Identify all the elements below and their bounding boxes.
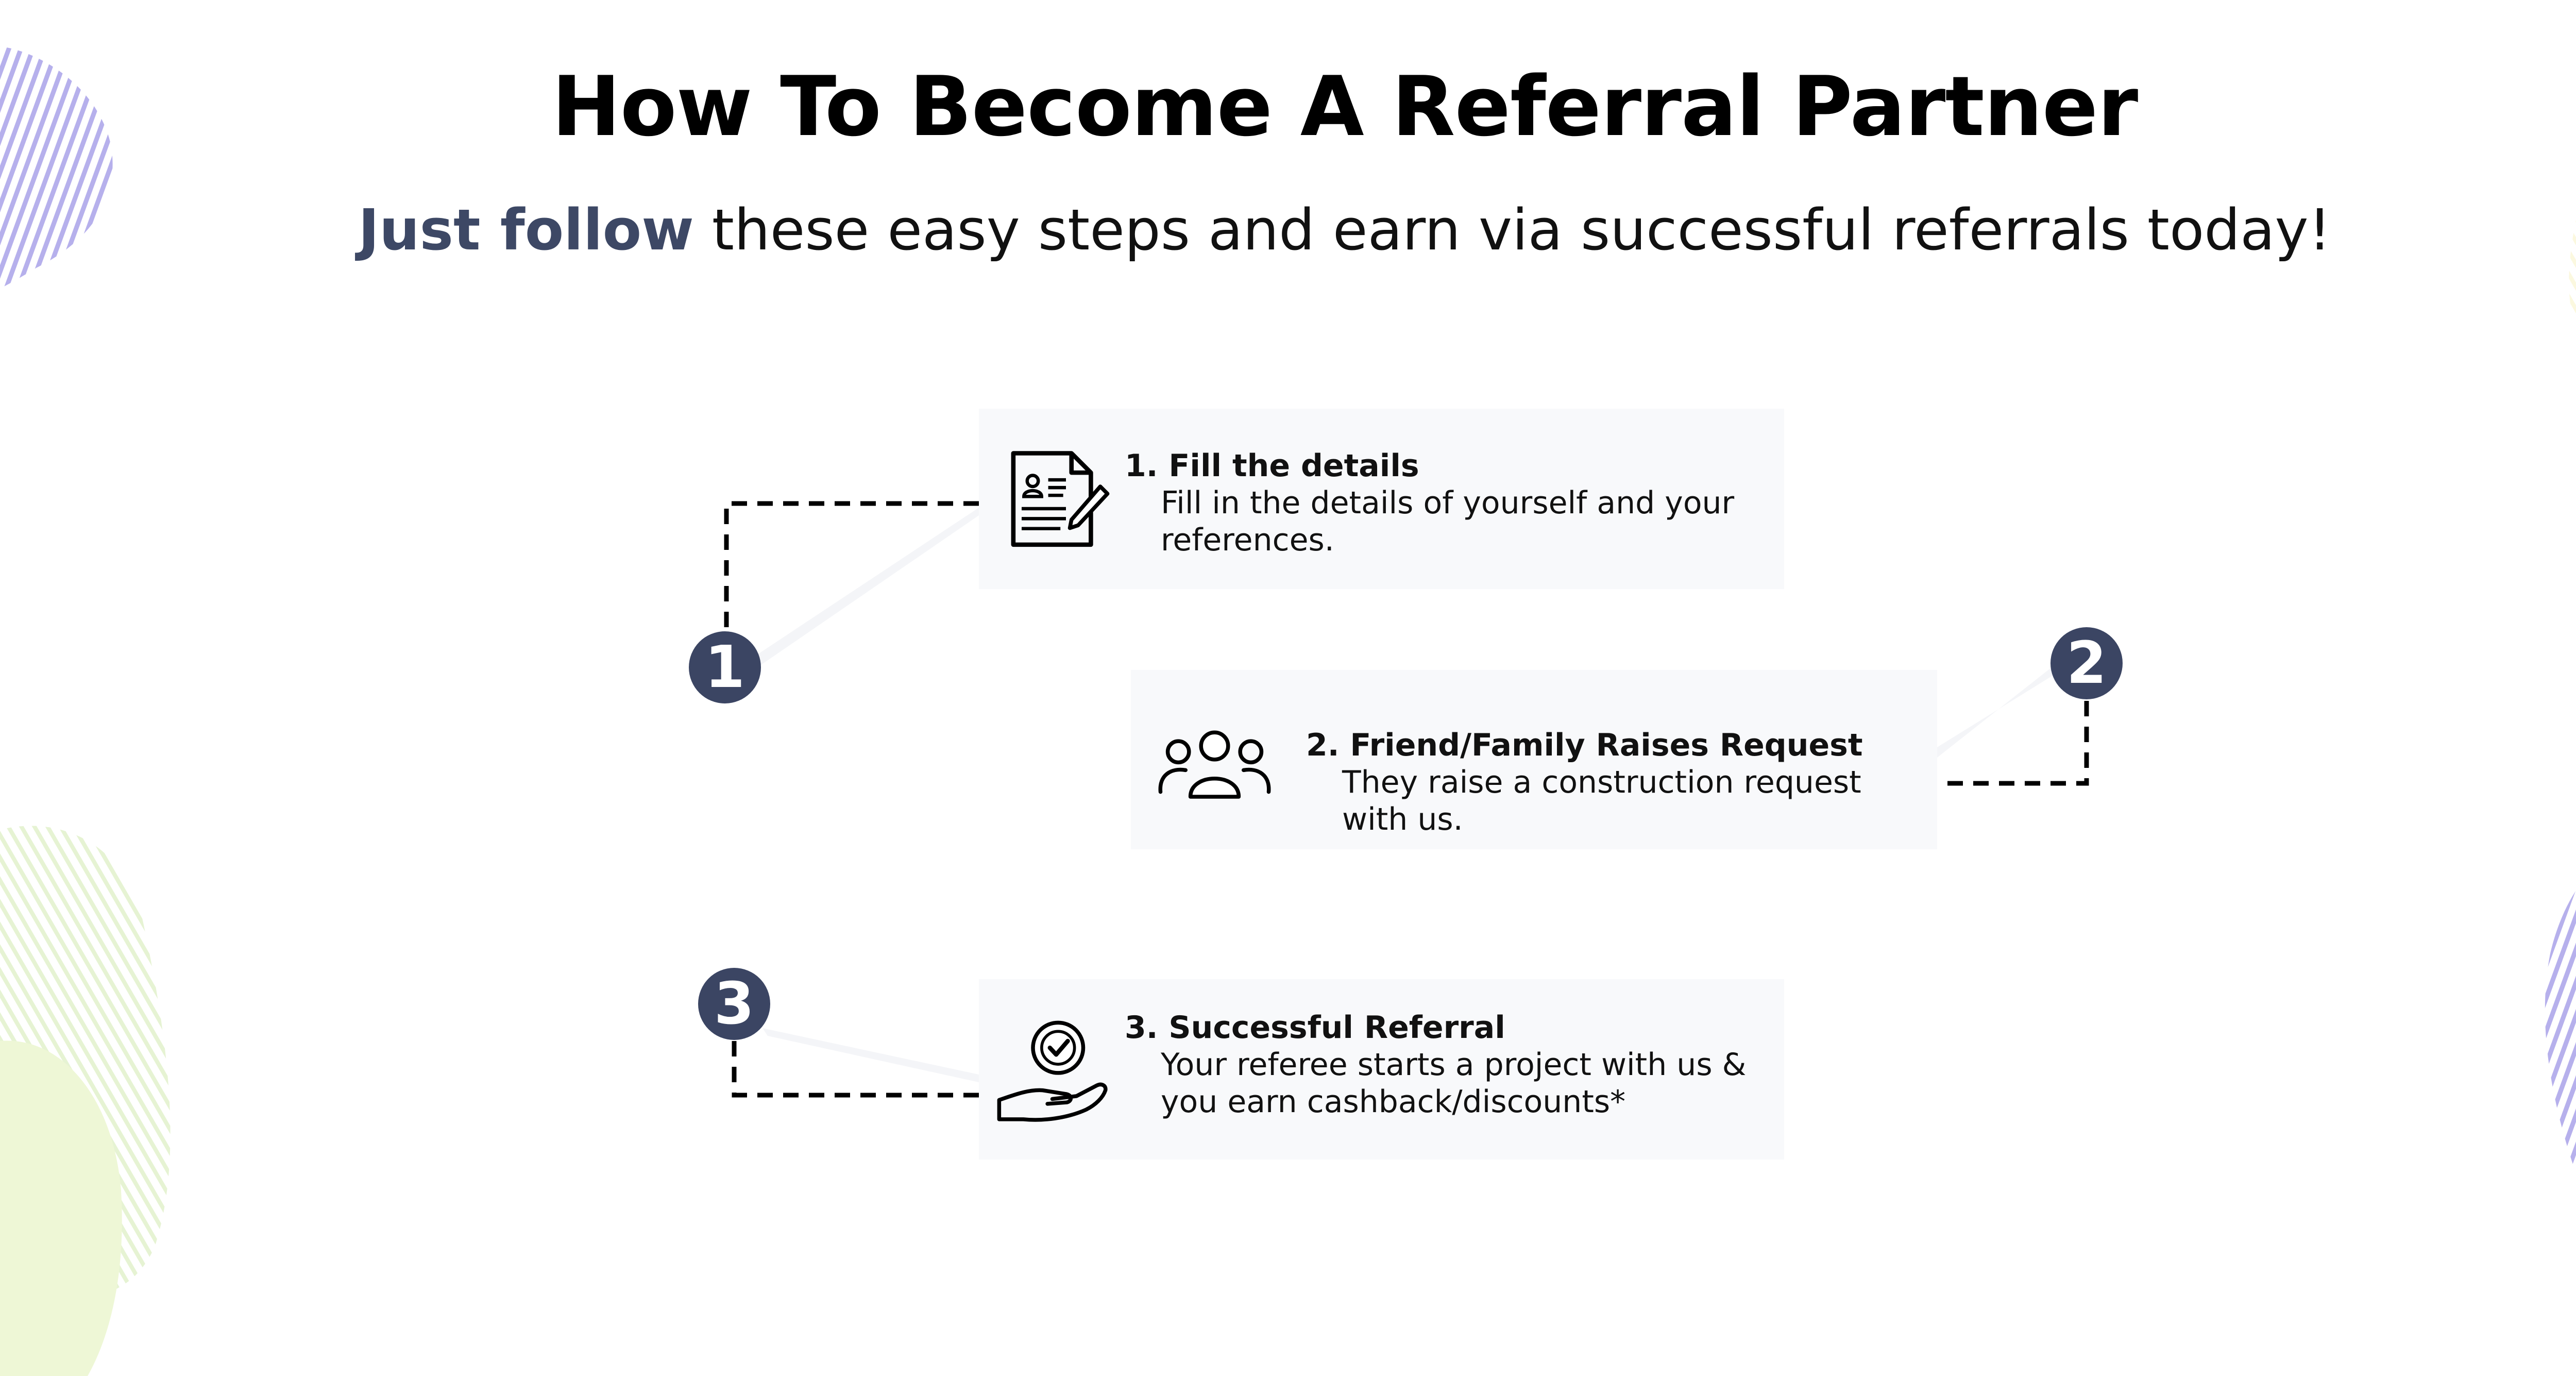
subtitle-highlight: Just follow xyxy=(358,197,694,263)
decor-blob-top-right xyxy=(2569,220,2576,328)
subtitle-text: these easy steps and earn via successful… xyxy=(693,197,2331,263)
step-number-badge: 2 xyxy=(2050,627,2123,699)
decor-blob-top-left xyxy=(0,46,113,289)
decor-blob-bottom-right xyxy=(2545,890,2576,1173)
step-title: 2. Friend/Family Raises Request xyxy=(1306,727,1863,763)
page-subtitle: Just follow these easy steps and earn vi… xyxy=(0,196,2576,264)
connector-step-2 xyxy=(1947,698,2089,786)
step-card-3: 3. Successful Referral Your referee star… xyxy=(979,979,1784,1160)
step-description: Your referee starts a project with us & … xyxy=(1161,1047,1747,1120)
document-form-icon xyxy=(1011,451,1110,547)
step-title: 3. Successful Referral xyxy=(1125,1010,1505,1046)
step-number-badge: 1 xyxy=(689,631,761,703)
people-group-icon xyxy=(1158,730,1271,799)
hand-checkmark-icon xyxy=(997,1020,1108,1122)
step-card-2: 2. Friend/Family Raises Request They rai… xyxy=(1131,670,1937,849)
step-description: They raise a construction request with u… xyxy=(1342,764,1861,837)
step-description: Fill in the details of yourself and your… xyxy=(1161,485,1735,558)
connector-step-1 xyxy=(724,501,979,629)
page-title: How To Become A Referral Partner xyxy=(551,58,2138,155)
step-title: 1. Fill the details xyxy=(1125,448,1419,484)
step-number-badge: 3 xyxy=(698,968,770,1040)
connector-step-3 xyxy=(732,1038,979,1098)
step-card-1: 1. Fill the details Fill in the details … xyxy=(979,409,1784,589)
